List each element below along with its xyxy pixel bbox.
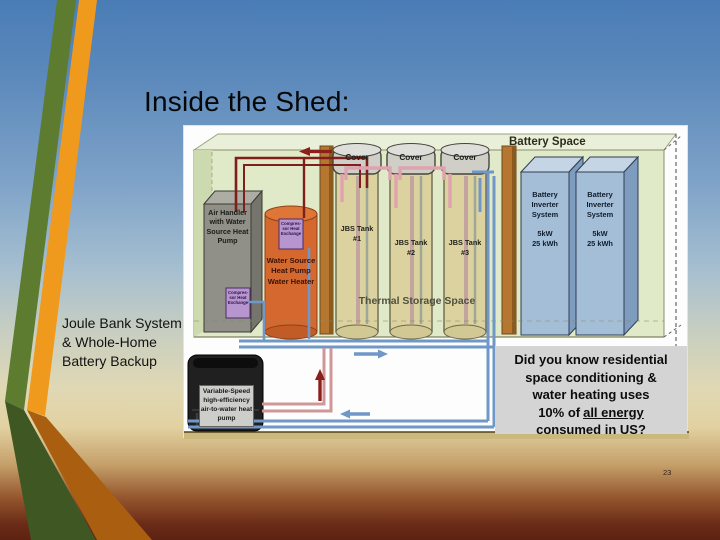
inverter1-name: Battery Inverter System <box>531 190 559 219</box>
fact-line-3: water heating uses <box>532 387 650 402</box>
shed-diagram-image: Battery Space Air Handler with Water Sou… <box>183 125 689 439</box>
tank3-cover-label: Cover <box>453 153 477 162</box>
ribbon-green-lower <box>5 401 96 540</box>
caption-joule-bank: Joule Bank System & Whole-Home Battery B… <box>62 315 182 369</box>
slide-title: Inside the Shed: <box>144 86 350 117</box>
wood-post-right <box>501 145 517 335</box>
inverter2-power: 5kW <box>592 228 608 238</box>
fact-line-4-underlined: all energy <box>583 404 644 420</box>
inverter2-label: Battery Inverter System 5kW 25 kWh <box>576 190 624 249</box>
tank1-label: JBS Tank #1 <box>340 224 374 243</box>
water-heater-label: Water Source Heat Pump Water Heater <box>266 256 316 286</box>
page-number: 23 <box>663 468 672 477</box>
battery-inverter-2 <box>574 155 640 337</box>
inverter2-name: Battery Inverter System <box>586 190 614 219</box>
fact-text-box: Did you know residential space condition… <box>495 346 687 437</box>
outdoor-unit-label: Variable-Speed high-efficiency air-to-wa… <box>199 385 254 427</box>
inverter1-power: 5kW <box>537 228 553 238</box>
inverter1-capacity: 25 kWh <box>532 238 558 248</box>
wood-post-left <box>319 145 334 335</box>
air-handler-compressor-label: Compres-sor Heat Exchange <box>227 290 249 305</box>
ribbon-orange-lower <box>27 410 152 540</box>
fact-line-2: space conditioning & <box>525 369 657 385</box>
thermal-storage-space-label: Thermal Storage Space <box>358 295 476 307</box>
tank3-label: JBS Tank #3 <box>448 238 482 257</box>
inverter2-capacity: 25 kWh <box>587 238 613 248</box>
fact-line-4-prefix: 10% of <box>538 404 581 420</box>
air-handler-unit <box>202 189 264 334</box>
fact-line-1: Did you know residential <box>514 352 668 367</box>
ribbon-orange-upper <box>27 0 97 416</box>
tank1-cover-label: Cover <box>345 153 369 162</box>
fact-line-5: consumed in US? <box>536 422 646 437</box>
tank2-cover-label: Cover <box>399 153 423 162</box>
ribbon-green-upper <box>5 0 76 410</box>
hot-flow-up-arrow-icon <box>315 369 325 401</box>
inverter1-label: Battery Inverter System 5kW 25 kWh <box>521 190 569 249</box>
hot-flow-left-arrow-icon <box>299 147 332 156</box>
pipe-network <box>188 147 664 429</box>
battery-space-label: Battery Space <box>509 136 586 148</box>
water-heater-compressor-label: Compres-sor Heat Exchange <box>280 221 302 236</box>
cold-flow-left-arrow-icon <box>340 409 370 419</box>
cold-flow-right-arrow-icon <box>354 349 388 359</box>
air-handler-label: Air Handler with Water Source Heat Pump <box>206 208 249 246</box>
shed-scene <box>184 133 689 439</box>
tank2-label: JBS Tank #2 <box>394 238 428 257</box>
